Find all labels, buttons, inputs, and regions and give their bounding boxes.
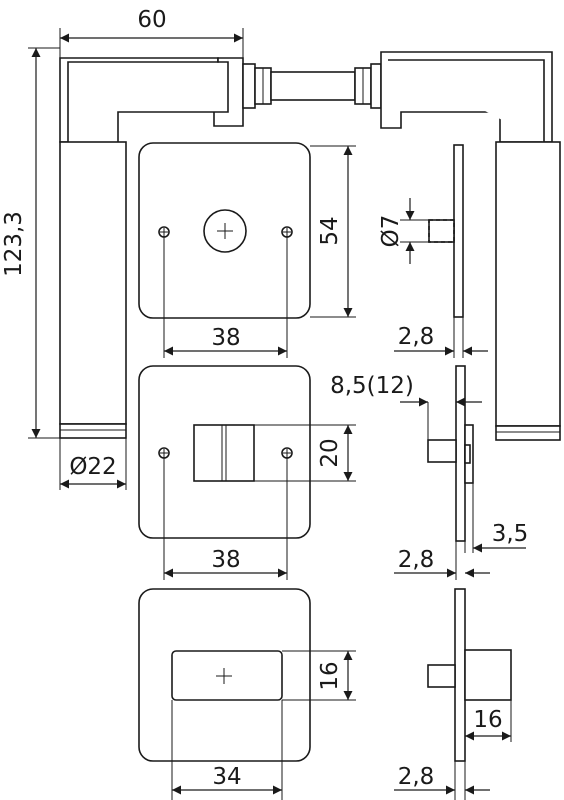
dim-latch-protrusion: 3,5: [492, 521, 529, 547]
dim-latch-offset: 8,5(12): [330, 373, 414, 399]
dim-rose-height: 54: [317, 216, 343, 245]
dimension-lines: [28, 28, 526, 800]
rose-plate-bottom: [138, 588, 311, 762]
side-view-bottom: [427, 588, 512, 762]
dim-plate-thickness-top: 2,8: [398, 324, 435, 350]
dim-rose-diameter: Ø22: [69, 454, 116, 480]
dim-latch-depth: 16: [473, 707, 502, 733]
dim-window-height: 16: [317, 661, 343, 690]
dim-spindle-diameter: Ø7: [378, 215, 404, 248]
left-handle: [59, 57, 272, 439]
side-view-top: [428, 144, 464, 318]
dim-latch-height: 20: [317, 438, 343, 467]
dim-window-width: 34: [212, 764, 241, 790]
dim-hole-spacing-top: 38: [211, 325, 240, 351]
side-view-middle: [427, 365, 474, 542]
dim-plate-thickness-middle: 2,8: [398, 547, 435, 573]
rose-plate-middle: [138, 365, 311, 539]
dim-total-height: 123,3: [1, 211, 27, 277]
dim-hole-spacing-middle: 38: [211, 547, 240, 573]
dim-lever-length: 60: [137, 7, 166, 33]
dim-plate-thickness-bottom: 2,8: [398, 764, 435, 790]
right-handle: [354, 51, 561, 441]
spindle: [270, 71, 356, 101]
rose-plate-top: [138, 142, 311, 319]
